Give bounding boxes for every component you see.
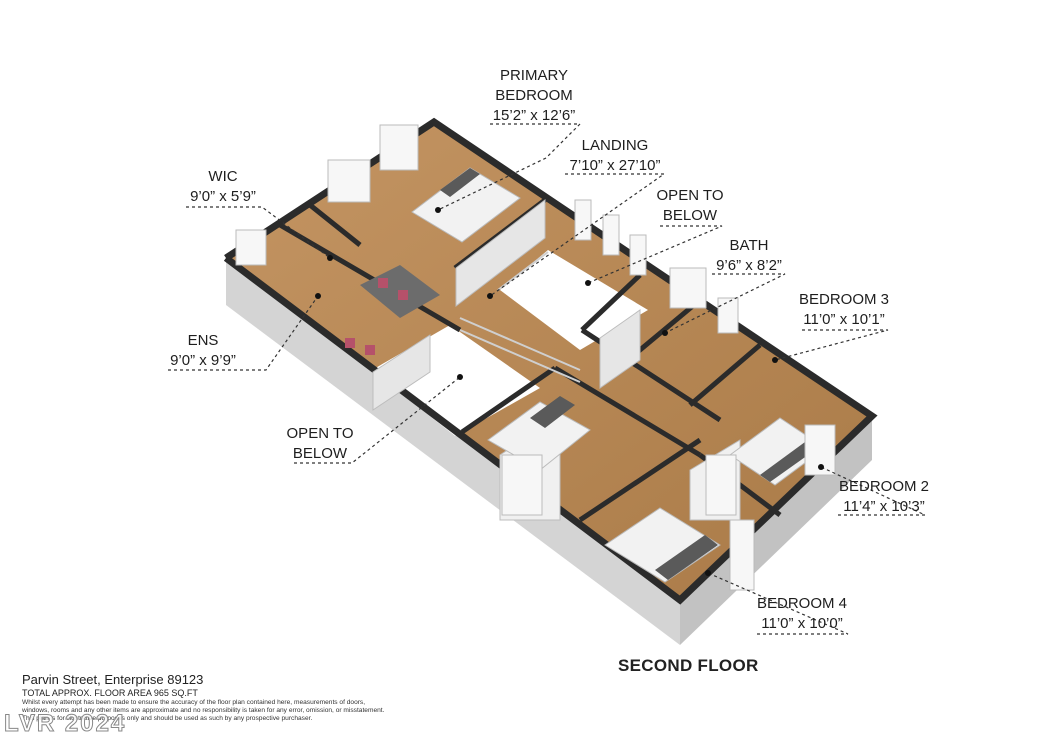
room-name: WIC — [208, 168, 238, 185]
plan-footer: Parvin Street, Enterprise 89123 TOTAL AP… — [22, 672, 452, 724]
room-name: BEDROOM — [495, 87, 573, 104]
room-name: BEDROOM 3 — [798, 291, 889, 308]
label-wic: WIC 9’0” x 5’9” — [178, 167, 268, 207]
floor-title: SECOND FLOOR — [618, 656, 759, 675]
label-landing: LANDING 7’10” x 27’10” — [556, 136, 674, 176]
room-name: BELOW — [662, 207, 718, 224]
room-name: OPEN TO — [286, 425, 354, 442]
label-bedroom-2: BEDROOM 2 11’4” x 10’3” — [832, 477, 936, 517]
label-bath: BATH 9’6” x 8’2” — [705, 236, 793, 276]
room-name: ENS — [187, 332, 219, 349]
wic-clothing — [345, 265, 440, 355]
disclaimer-line: windows, rooms and any other items are a… — [22, 707, 385, 715]
label-bedroom-3: BEDROOM 3 11’0” x 10’1” — [792, 290, 896, 330]
room-name: PRIMARY — [499, 67, 569, 84]
disclaimer-line: This plan is for illustrative purposes o… — [22, 715, 313, 723]
room-name: BEDROOM 4 — [756, 595, 847, 612]
label-ens: ENS 9’0” x 9’9” — [160, 331, 246, 371]
windows — [235, 124, 836, 591]
exterior-wall-left-side — [226, 258, 680, 645]
room-name: BATH — [729, 237, 769, 254]
callout-leaders — [168, 123, 926, 635]
callout-dots — [315, 207, 824, 576]
room-dimension: 9’0” x 5’9” — [190, 188, 256, 205]
room-name: LANDING — [581, 137, 649, 154]
label-primary-bedroom: PRIMARY BEDROOM 15’2” x 12’6” — [482, 66, 586, 126]
stair-railing — [459, 251, 581, 383]
address: Parvin Street, Enterprise 89123 — [22, 672, 204, 687]
room-dimension: 9’0” x 9’9” — [170, 352, 236, 369]
room-dimension: 11’0” x 10’1” — [803, 311, 885, 328]
room-name: OPEN TO — [656, 187, 724, 204]
room-name: BELOW — [292, 445, 348, 462]
room-dimension: 9’6” x 8’2” — [716, 257, 782, 274]
disclaimer-line: Whilst every attempt has been made to en… — [22, 699, 366, 706]
total-floor-area: TOTAL APPROX. FLOOR AREA 965 SQ.FT — [22, 688, 198, 698]
label-open-to-below-right: OPEN TO BELOW — [650, 186, 730, 226]
bed-bedroom-4 — [604, 507, 721, 583]
room-dimension: 11’4” x 10’3” — [843, 498, 925, 515]
open-to-below-right-area — [500, 250, 648, 350]
label-bedroom-4: BEDROOM 4 11’0” x 10’0” — [750, 594, 854, 634]
room-dimension: 15’2” x 12’6” — [492, 107, 576, 124]
room-name: BEDROOM 2 — [838, 478, 929, 495]
bed-primary — [411, 167, 521, 243]
room-dimension: 7’10” x 27’10” — [569, 157, 661, 174]
watermark: LVR 2024 — [3, 710, 127, 738]
label-open-to-below-left: OPEN TO BELOW — [280, 424, 360, 464]
room-dimension: 11’0” x 10’0” — [761, 615, 843, 632]
